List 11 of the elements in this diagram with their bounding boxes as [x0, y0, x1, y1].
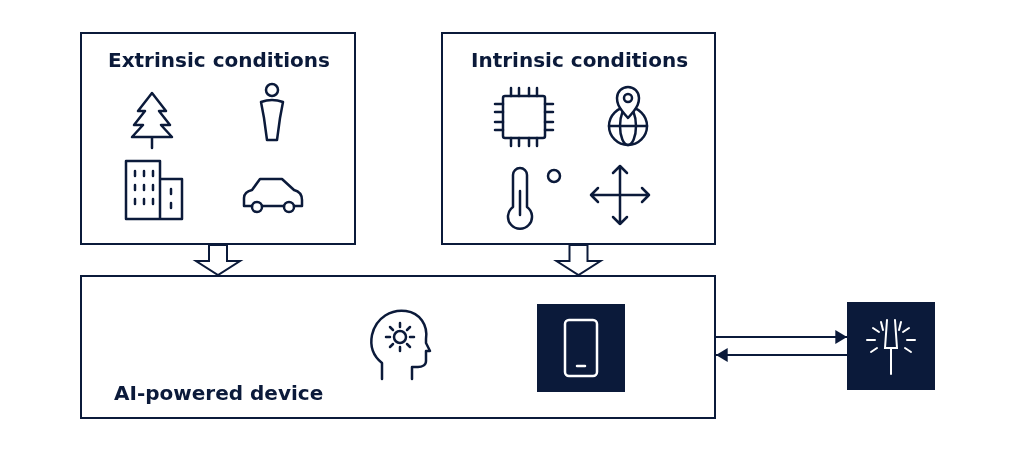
block-arrow	[553, 244, 604, 277]
arrow	[715, 348, 848, 362]
antenna-tile	[847, 302, 935, 390]
box-title: Intrinsic conditions	[471, 48, 689, 72]
group-box	[441, 32, 716, 245]
box-title: Extrinsic conditions	[108, 48, 330, 72]
group-box	[80, 32, 356, 245]
arrow	[715, 330, 848, 344]
box-title: AI-powered device	[114, 381, 324, 405]
group-box	[80, 275, 716, 419]
block-arrow	[192, 244, 244, 277]
